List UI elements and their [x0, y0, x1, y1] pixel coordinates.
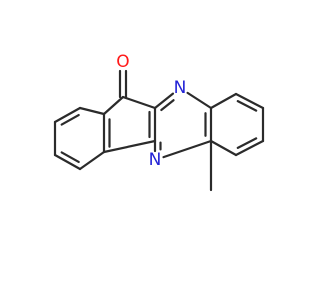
bond-c11-c10a — [121, 95, 157, 110]
bond-c2-c3-inner — [236, 100, 258, 112]
bond-c10a-n1 — [153, 92, 175, 110]
bond-n1-c1a — [186, 91, 213, 110]
bond-b1-b2 — [78, 106, 106, 116]
atom-label-layer: O N N — [116, 52, 186, 170]
bond-c10a-n1-inner — [160, 99, 175, 112]
bond-layer — [53, 69, 265, 192]
molecule-structure: O N N — [53, 52, 265, 192]
bond-b2-b3-inner — [60, 113, 80, 126]
bond-b5-b6 — [78, 150, 106, 171]
bond-b2-b3 — [53, 106, 82, 124]
bond-c1a-c2 — [209, 92, 238, 110]
bond-c5a-n2 — [162, 139, 213, 159]
bond-c5-c5a — [209, 139, 238, 157]
nitrogen-atom-label-bottom: N — [149, 150, 162, 170]
bond-c4b-b6 — [102, 139, 157, 154]
bond-b4-b5-inner — [60, 151, 80, 164]
bond-c4-c5-inner — [236, 137, 258, 149]
bond-c2-c3 — [234, 92, 265, 110]
oxygen-atom-label: O — [116, 52, 129, 72]
bond-c11-b1 — [102, 95, 125, 116]
bond-b4-b5 — [53, 153, 82, 171]
bond-c4-c5 — [234, 139, 265, 157]
nitrogen-atom-label-top: N — [174, 78, 187, 98]
molecule-canvas: O N N — [53, 52, 265, 192]
